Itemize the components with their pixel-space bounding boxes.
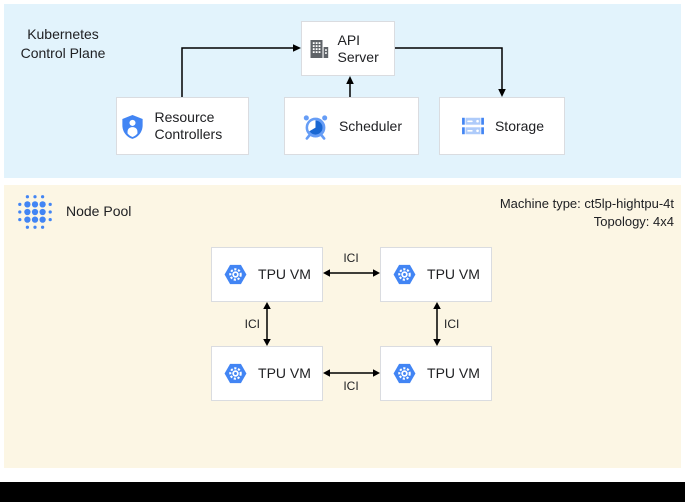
node-pool-panel [4,185,681,468]
node-label: TPU VM [427,365,480,381]
hexagon-gear-icon [224,264,247,285]
ici-label-top: ICI [343,251,359,265]
server-disks-icon [462,117,484,135]
node-label: Scheduler [338,117,403,134]
machine-info: Machine type: ct5lp-hightpu-4t Topology:… [500,195,674,231]
node-label: TPU VM [258,266,311,282]
storage-node: Storage [439,97,565,155]
bottom-bar [0,482,685,502]
dot-cluster-icon [18,195,52,229]
ici-label-right: ICI [444,317,460,331]
resource-controllers-node: Resource Controllers [116,97,249,155]
tpu-vm-node-3: TPU VM [211,346,323,401]
tpu-vm-node-1: TPU VM [211,247,323,302]
node-label: API Server [337,31,379,65]
node-label: Resource Controllers [154,109,223,142]
ici-label-left: ICI [244,317,260,331]
alarm-clock-icon [303,114,328,140]
hexagon-gear-icon [393,264,416,285]
topology-line: Topology: 4x4 [593,214,674,229]
hexagon-gear-icon [393,363,416,384]
ici-label-bottom: ICI [343,379,359,393]
hexagon-gear-icon [224,363,247,384]
api-server-node: API Server [301,21,395,76]
node-label: TPU VM [427,266,480,282]
shield-user-icon [121,114,143,139]
tpu-vm-node-4: TPU VM [380,346,492,401]
node-label: Storage [494,117,545,134]
building-grid-icon [310,39,328,58]
scheduler-node: Scheduler [284,97,419,155]
node-label: TPU VM [258,365,311,381]
control-plane-title: Kubernetes Control Plane [20,26,106,61]
node-pool-title: Node Pool [66,203,132,219]
tpu-vm-node-2: TPU VM [380,247,492,302]
machine-type-line: Machine type: ct5lp-hightpu-4t [499,196,674,211]
